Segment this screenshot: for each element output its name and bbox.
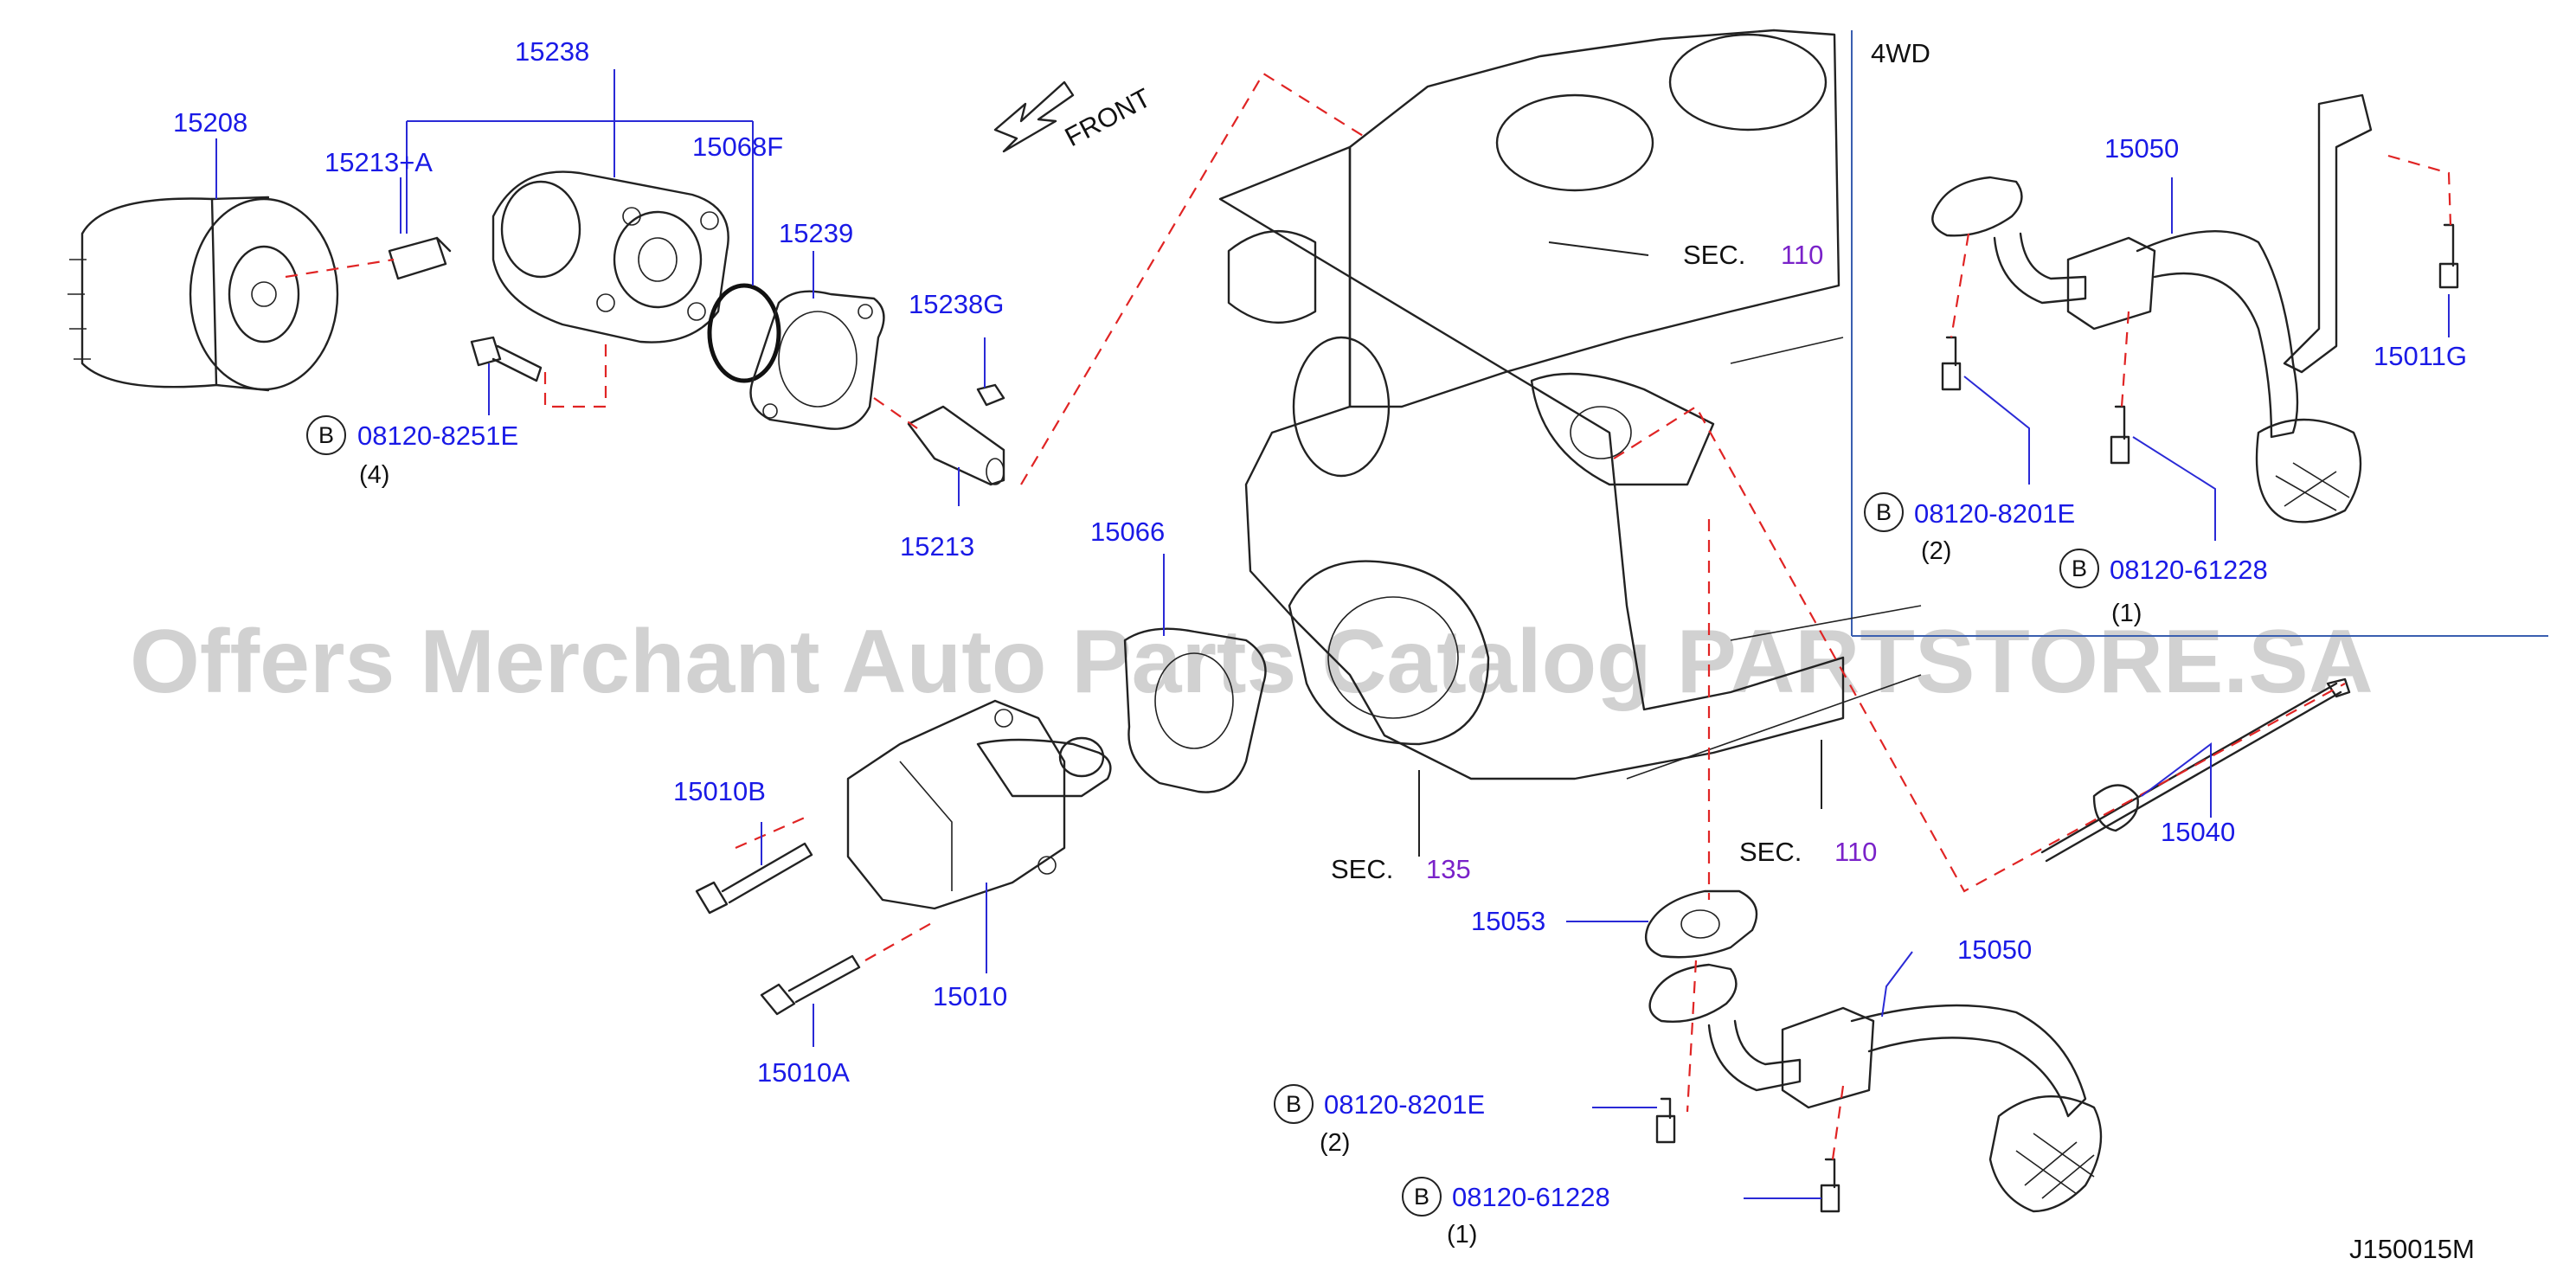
bolt-badge-icon: [1274, 1084, 1314, 1124]
label-15068f: 15068F: [692, 132, 783, 162]
bolt-code-3: 08120-61228: [2110, 555, 2268, 585]
4wd-oil-strainer-icon: [1931, 93, 2373, 523]
label-15050-4wd: 15050: [2104, 133, 2179, 164]
bolt-callout-3: B 08120-61228 (1): [2059, 549, 2268, 627]
diagram-code: J150015M: [2349, 1234, 2475, 1264]
oil-dipstick-icon: [2040, 677, 2351, 863]
oil-filter-icon: [67, 196, 339, 392]
strainer-bolt-a-icon: [1655, 1097, 1676, 1144]
bolt-badge-icon: [306, 415, 346, 455]
clip-icon: [976, 383, 1005, 407]
label-15238g: 15238G: [909, 289, 1004, 319]
sec-110-bottom-number: 110: [1834, 837, 1877, 867]
filter-bracket-icon: [491, 170, 729, 343]
label-15053: 15053: [1471, 906, 1545, 936]
o-ring-icon: [707, 283, 781, 383]
bolt-badge-letter: B: [1414, 1184, 1429, 1210]
bolt-qty-2: (2): [1921, 537, 1951, 565]
sec-110-top-prefix: SEC.: [1683, 240, 1745, 270]
bolt-qty-4: (2): [1320, 1129, 1350, 1157]
bolt-badge-icon: [1402, 1177, 1442, 1217]
assembly-dashed-lines: [285, 72, 2452, 1160]
bolt-badge-letter: B: [2072, 555, 2087, 581]
bolt-code-5: 08120-61228: [1452, 1182, 1610, 1212]
4wd-strainer-bolt-b-icon: [2110, 405, 2130, 465]
label-15050-main: 15050: [1957, 934, 2032, 965]
front-label: FRONT: [1060, 82, 1156, 152]
bolt-qty-5: (1): [1447, 1221, 1477, 1249]
oil-pump-gasket-icon: [1123, 627, 1267, 793]
sec-110-bottom-prefix: SEC.: [1739, 837, 1802, 867]
label-15011g: 15011G: [2374, 341, 2467, 371]
connector-bolt-icon: [388, 236, 452, 280]
strainer-gasket-icon: [1644, 889, 1758, 959]
label-15066: 15066: [1090, 517, 1165, 547]
label-15010b: 15010B: [673, 776, 766, 806]
oil-pressure-switch-icon: [907, 405, 1005, 486]
4wd-strainer-bolt-a-icon: [1941, 336, 1962, 391]
label-15238: 15238: [515, 36, 589, 67]
bolt-badge-letter: B: [318, 422, 334, 448]
4wd-panel-border: [1851, 30, 2548, 637]
bolt-code-2: 08120-8201E: [1914, 498, 2075, 529]
label-15010a: 15010A: [757, 1057, 850, 1088]
oil-strainer-icon: [1648, 963, 2103, 1213]
sec-135-number: 135: [1426, 854, 1471, 884]
bolt-callout-5: B 08120-61228 (1): [1402, 1177, 1610, 1249]
engine-block-icon: [1218, 29, 1922, 780]
bolt-code-4: 08120-8201E: [1324, 1089, 1485, 1120]
watermark-text: Offers Merchant Auto Parts Catalog PARTS…: [130, 612, 2374, 712]
bolt-badge-icon: [2059, 549, 2099, 588]
label-15010: 15010: [933, 981, 1007, 1011]
bolt-badge-icon: [1864, 492, 1904, 532]
bolt-code-1: 08120-8251E: [357, 421, 518, 451]
sec-135-prefix: SEC.: [1331, 854, 1393, 884]
label-15213-a: 15213+A: [324, 147, 433, 177]
bolt-badge-letter: B: [1286, 1091, 1301, 1117]
label-15208: 15208: [173, 107, 247, 138]
front-arrow-icon: [993, 80, 1075, 153]
pump-bolt-short-icon: [760, 954, 861, 1016]
pump-bolt-long-icon: [695, 842, 813, 915]
bolt-qty-3: (1): [2111, 600, 2142, 627]
bolt-callout-1: B 08120-8251E (4): [306, 415, 518, 489]
bolt-callout-4: B 08120-8201E (2): [1274, 1084, 1485, 1157]
4wd-bracket-bolt-icon: [2438, 223, 2459, 289]
label-15239: 15239: [779, 218, 853, 248]
bolt-qty-1: (4): [359, 461, 389, 489]
leader-lines: [215, 69, 2450, 1199]
label-15213: 15213: [900, 531, 974, 562]
bolt-badge-letter: B: [1876, 499, 1892, 525]
sec-110-top-number: 110: [1781, 240, 1823, 270]
label-15040: 15040: [2161, 817, 2235, 847]
bracket-bolt-icon: [470, 336, 543, 382]
oil-pump-icon: [846, 699, 1112, 910]
strainer-bolt-b-icon: [1820, 1158, 1840, 1213]
4wd-label: 4WD: [1871, 38, 1930, 68]
bolt-callout-2: B 08120-8201E (2): [1864, 492, 2075, 565]
